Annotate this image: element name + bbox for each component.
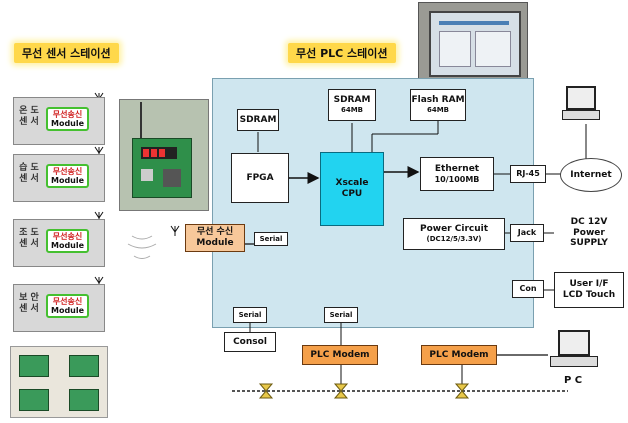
dc-power-supply: DC 12V Power SUPPLY [554, 218, 624, 248]
serial-port-receiver: Serial [254, 232, 288, 246]
rj45-port: RJ-45 [510, 165, 546, 183]
transmit-module: 무선송신 Module [46, 164, 89, 188]
serial-port-console: Serial [233, 307, 267, 323]
sensor-label-top: 보 안 [18, 293, 40, 304]
sdram-block: SDRAM 64MB [328, 89, 376, 121]
wireless-signal [128, 236, 156, 259]
receive-module: 무선 수신 Module [185, 224, 245, 252]
sensor-boards-photo [10, 346, 108, 418]
user-interface-lcd: User I/F LCD Touch [554, 272, 624, 308]
sensor-label-top: 온 도 [18, 106, 40, 117]
fpga-block: FPGA [231, 153, 289, 203]
coupler-1 [260, 384, 272, 398]
plc-modem-left: PLC Modem [302, 345, 378, 365]
plc-modem-right: PLC Modem [421, 345, 497, 365]
transmit-module: 무선송신 Module [46, 107, 89, 131]
sensor-station-temperature: 온 도 센 서 무선송신 Module [13, 97, 105, 145]
pc-computer-icon [550, 330, 598, 370]
sensor-station-illuminance: 조 도 센 서 무선송신 Module [13, 219, 105, 267]
sdram-small-block: SDRAM [237, 109, 279, 131]
network-computer-icon [562, 84, 602, 124]
serial-port-plc: Serial [324, 307, 358, 323]
sensor-label-bottom: 센 서 [18, 174, 40, 185]
sensor-station-security: 보 안 센 서 무선송신 Module [13, 284, 105, 332]
pc-label: P C [564, 375, 582, 386]
console-block: Consol [224, 332, 276, 352]
sensor-label-top: 조 도 [18, 228, 40, 239]
transmit-module: 무선송신 Module [46, 229, 89, 253]
transmit-module: 무선송신 Module [46, 294, 89, 318]
con-port: Con [512, 280, 544, 298]
sensor-board-photo [119, 99, 209, 211]
sensor-label-bottom: 센 서 [18, 239, 40, 250]
jack-port: Jack [510, 224, 544, 242]
sensor-label-bottom: 센 서 [18, 304, 40, 315]
cpu-block: Xscale CPU [320, 152, 384, 226]
sensor-label-bottom: 센 서 [18, 117, 40, 128]
flash-ram-block: Flash RAM 64MB [410, 89, 466, 121]
sensor-station-humidity: 습 도 센 서 무선송신 Module [13, 154, 105, 202]
sensor-label-top: 습 도 [18, 163, 40, 174]
coupler-2 [335, 384, 347, 398]
ethernet-block: Ethernet 10/100MB [420, 157, 494, 191]
power-circuit-block: Power Circuit (DC12/5/3.3V) [403, 218, 505, 250]
internet-cloud: Internet [560, 158, 622, 192]
